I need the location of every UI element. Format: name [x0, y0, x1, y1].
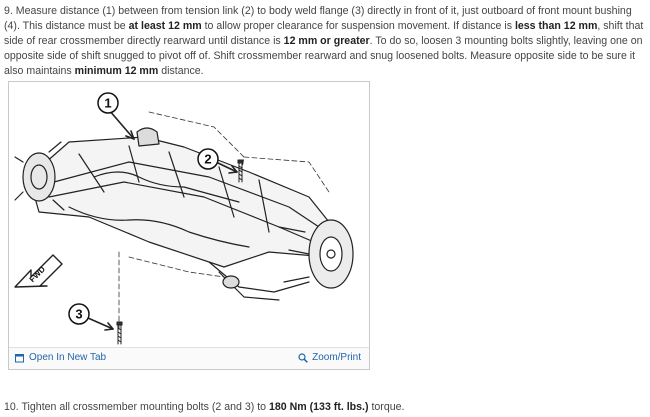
external-window-icon: [15, 353, 24, 362]
callout-3: [68, 303, 90, 325]
callout-2-label: 2: [204, 152, 211, 167]
crossmember-figure: 1 2 3 FWD Open In New Tab Zoom/Print: [8, 81, 370, 370]
zoom-print-button[interactable]: Zoom/Print: [298, 352, 361, 363]
rear-crossmember-diagram: 1 2 3 FWD: [14, 92, 354, 345]
open-in-new-tab-label: Open In New Tab: [29, 352, 107, 363]
magnifier-icon: [298, 352, 308, 363]
step-10-text-3: torque.: [368, 401, 405, 413]
open-in-new-tab-button[interactable]: Open In New Tab: [15, 352, 106, 363]
step-9-text-4: . To do so, loosen 3 mounting bolts slig…: [4, 35, 643, 77]
callout-1-label: 1: [104, 96, 111, 111]
step-9-text-2: to allow proper clearance for suspension…: [201, 20, 515, 32]
step-9-text-3: , shift that side of rear crossmember di…: [4, 20, 644, 47]
callout-3-label: 3: [75, 307, 82, 322]
zoom-print-label: Zoom/Print: [312, 352, 361, 363]
step-9-bold-1: at least 12 mm: [128, 20, 202, 32]
step-10-instruction: 10. Tighten all crossmember mounting bol…: [4, 400, 644, 415]
step-9-text-5: distance.: [158, 65, 204, 77]
step-10-text-1: 10. Tighten all crossmember mounting bol…: [4, 401, 269, 413]
step-9-bold-3: 12 mm or greater: [283, 35, 370, 47]
figure-toolbar: Open In New Tab Zoom/Print: [9, 347, 369, 369]
step-10-bold-2: (133 ft. lbs.): [309, 401, 369, 413]
callout-2: [197, 148, 219, 170]
step-10-bold-1: 180 Nm: [268, 401, 307, 413]
step-9-text-1: 9. Measure distance (1) between from ten…: [4, 5, 632, 32]
step-9-bold-2: less than 12 mm: [514, 20, 598, 32]
callout-1: [97, 92, 119, 114]
step-9-instruction: 9. Measure distance (1) between from ten…: [4, 4, 644, 79]
step-9-bold-4: minimum 12 mm: [74, 65, 159, 77]
